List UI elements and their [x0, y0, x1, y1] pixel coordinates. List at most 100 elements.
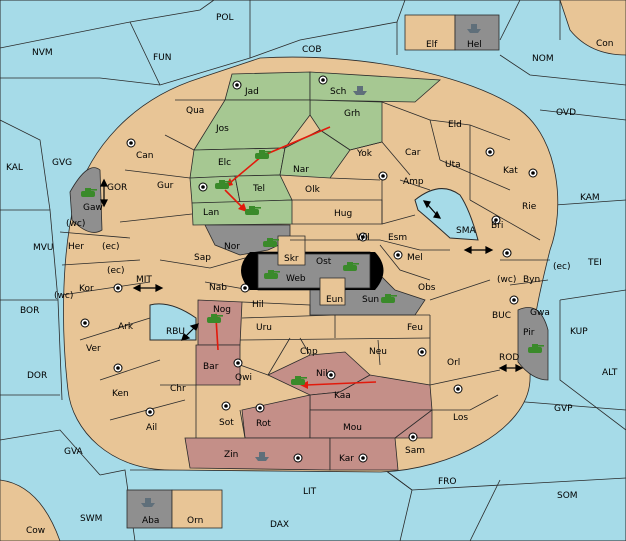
label-sch: Sch	[330, 87, 346, 97]
label-wc-1: (wc)	[66, 219, 85, 229]
label-gaw: Gaw	[83, 203, 103, 213]
unit-army	[255, 150, 271, 159]
label-uta: Uta	[445, 160, 461, 170]
label-rie: Rie	[522, 202, 537, 212]
label-chr: Chr	[170, 384, 186, 394]
label-sap: Sap	[194, 253, 211, 263]
label-buc: BUC	[492, 311, 511, 321]
label-neu: Neu	[369, 347, 387, 357]
label-amp: Amp	[403, 177, 424, 187]
territory-borders	[59, 99, 550, 439]
label-bor: BOR	[20, 306, 39, 316]
label-ec-2: (ec)	[107, 266, 125, 276]
label-ail: Ail	[146, 423, 157, 433]
label-uru: Uru	[256, 323, 272, 333]
label-mel: Mel	[407, 253, 423, 263]
label-esm: Esm	[388, 233, 407, 243]
label-gva: GVA	[64, 447, 84, 457]
connectors	[100, 178, 524, 372]
label-nvm: NVM	[32, 48, 53, 58]
unit-army	[81, 188, 97, 197]
label-nor: Nor	[224, 242, 240, 252]
label-ark: Ark	[118, 322, 134, 332]
region-labels: POL NVM FUN COB NOM Con Elf Hel OVD KAL …	[6, 13, 618, 536]
supply-centers	[80, 75, 538, 463]
label-ken: Ken	[112, 389, 129, 399]
unit-army	[207, 314, 223, 323]
label-lit: LIT	[303, 487, 317, 497]
label-wc-3: (wc)	[54, 291, 73, 301]
label-can: Can	[136, 151, 154, 161]
label-eun: Eun	[326, 295, 343, 305]
label-rbu: RBU	[166, 327, 185, 337]
label-mit: MIT	[136, 275, 152, 285]
inner-rbu	[149, 303, 197, 341]
label-ovd: OVD	[556, 108, 576, 118]
label-zin: Zin	[224, 450, 238, 460]
unit-army	[245, 206, 261, 215]
unit-army	[264, 270, 280, 279]
label-obs: Obs	[418, 283, 436, 293]
unit-army	[215, 180, 231, 189]
label-ec-1: (ec)	[102, 242, 120, 252]
label-dax: DAX	[270, 520, 289, 530]
label-lan: Lan	[203, 208, 219, 218]
label-hel: Hel	[467, 40, 482, 50]
label-gwa: Gwa	[530, 308, 550, 318]
label-tei: TEI	[587, 258, 602, 268]
label-mvu: MVU	[33, 243, 54, 253]
label-alt: ALT	[602, 368, 618, 378]
label-kat: Kat	[503, 166, 518, 176]
unit-army	[291, 376, 307, 385]
unit-fleet	[353, 86, 367, 95]
label-grh: Grh	[344, 109, 360, 119]
label-yok: Yok	[356, 149, 373, 159]
label-cow: Cow	[26, 526, 45, 536]
territory-zin	[184, 437, 331, 471]
label-gur: Gur	[157, 181, 174, 191]
label-ec-3: (ec)	[553, 262, 571, 272]
label-hug: Hug	[334, 209, 352, 219]
label-nab: Nab	[209, 283, 227, 293]
label-mou: Mou	[343, 423, 362, 433]
territory-sch	[309, 71, 441, 103]
label-elc: Elc	[218, 158, 231, 168]
label-gvp: GVP	[554, 404, 573, 414]
label-jos: Jos	[215, 124, 229, 134]
island-elf	[404, 14, 456, 51]
unit-fleet	[467, 24, 481, 33]
label-elf: Elf	[426, 40, 438, 50]
unit-army	[528, 344, 544, 353]
label-feu: Feu	[407, 323, 423, 333]
label-jad: Jad	[244, 87, 259, 97]
unit-fleet	[141, 498, 155, 507]
unit-army	[263, 238, 279, 247]
label-los: Los	[453, 413, 468, 423]
label-skr: Skr	[284, 254, 299, 264]
inner-sma	[414, 188, 479, 241]
territory-jos	[193, 99, 311, 151]
label-sma: SMA	[456, 226, 476, 236]
label-swm: SWM	[80, 514, 102, 524]
unit-fleet	[255, 452, 269, 461]
label-ver: Ver	[86, 344, 101, 354]
territory-nor	[204, 224, 291, 256]
label-dor: DOR	[27, 371, 47, 381]
label-nog: Nog	[213, 305, 231, 315]
label-orl: Orl	[447, 358, 460, 368]
label-qwi: Qwi	[235, 373, 252, 383]
label-kam: KAM	[580, 193, 600, 203]
label-byn: Byn	[523, 275, 540, 285]
label-orn: Orn	[187, 516, 203, 526]
label-qua: Qua	[186, 106, 204, 116]
label-nom: NOM	[532, 54, 554, 64]
label-olk: Olk	[305, 185, 321, 195]
label-rot: Rot	[256, 419, 271, 429]
territory-skr	[277, 235, 306, 266]
units	[81, 24, 544, 507]
label-aba: Aba	[142, 516, 159, 526]
label-rod: ROD	[499, 353, 519, 363]
label-kor: Kor	[79, 284, 94, 294]
label-hil: Hil	[252, 300, 264, 310]
